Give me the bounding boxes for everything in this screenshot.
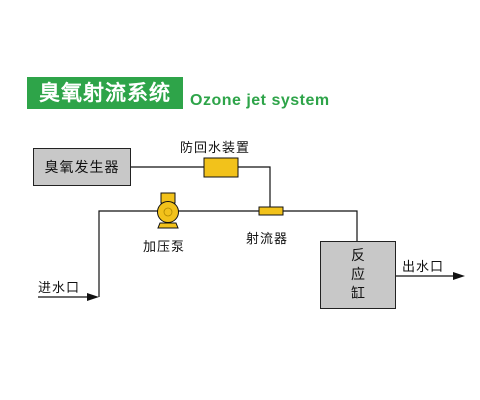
pipe-valve-to-ejector bbox=[238, 166, 271, 208]
pipe-inlet-to-pump bbox=[98, 210, 160, 297]
ejector-label: 射流器 bbox=[246, 232, 289, 247]
pump-icon bbox=[157, 192, 179, 229]
ozone-generator-box: 臭氧发生器 bbox=[33, 148, 131, 186]
check-valve-label: 防回水装置 bbox=[180, 141, 251, 156]
inlet-arrow-icon bbox=[87, 293, 99, 301]
diagram-title: 臭氧射流系统 bbox=[27, 77, 183, 109]
ejector-icon bbox=[258, 206, 284, 216]
outlet-arrow-icon bbox=[453, 272, 465, 280]
tank-label-line-2: 应 bbox=[351, 266, 365, 283]
tank-label-line-1: 反 bbox=[351, 247, 365, 264]
pipe-ejector-to-tank bbox=[283, 210, 358, 241]
pump-label: 加压泵 bbox=[143, 240, 186, 255]
reaction-tank-box: 反 应 缸 bbox=[320, 241, 396, 309]
tank-label-line-3: 缸 bbox=[351, 285, 365, 302]
diagram-subtitle: Ozone jet system bbox=[190, 92, 330, 109]
water-outlet-label: 出水口 bbox=[402, 260, 445, 275]
water-inlet-label: 进水口 bbox=[38, 281, 81, 296]
check-valve-icon bbox=[203, 157, 239, 178]
